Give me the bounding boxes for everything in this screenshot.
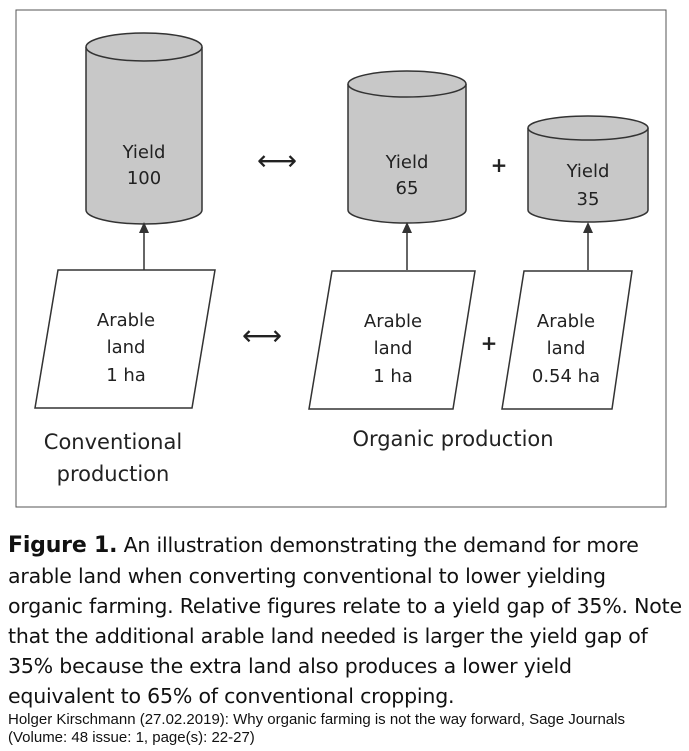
citation: Holger Kirschmann (27.02.2019): Why orga… (8, 711, 625, 746)
land-extra: Arable land 0.54 ha (501, 270, 633, 410)
land-label-line2: land (547, 338, 586, 359)
land-label-line1: Arable (537, 311, 595, 332)
arrow-up-extra (583, 222, 593, 270)
diagram-frame (15, 9, 667, 508)
land-label-line2: land (374, 338, 413, 359)
equivalence-arrow-land: ⟷ (242, 319, 282, 352)
conventional-production-label-line2: production (57, 462, 170, 486)
plus-sign-land: + (481, 331, 498, 355)
land-label-line2: land (107, 337, 146, 358)
diagram: Yield 100 Yield 65 Yield 35 Arable land … (15, 9, 667, 508)
equivalence-arrow-yield: ⟷ (257, 144, 297, 177)
land-label-line3: 0.54 ha (532, 366, 600, 387)
arrow-up-organic (402, 222, 412, 270)
land-label-line1: Arable (97, 310, 155, 331)
land-label-line1: Arable (364, 311, 422, 332)
cylinder-value: 65 (396, 178, 419, 199)
cylinder-extra-yield: Yield 35 (527, 115, 649, 223)
organic-production-label: Organic production (352, 427, 553, 451)
land-label-line3: 1 ha (373, 366, 413, 387)
land-label-line3: 1 ha (106, 365, 146, 386)
cylinder-conventional-yield: Yield 100 (85, 32, 203, 225)
caption-text: An illustration demonstrating the demand… (8, 533, 682, 708)
land-organic: Arable land 1 ha (308, 270, 476, 410)
cylinder-value: 100 (127, 168, 161, 189)
figure-caption: Figure 1. An illustration demonstrating … (8, 530, 684, 711)
figure-label: Figure 1. (8, 533, 118, 558)
cylinder-label: Yield (122, 142, 166, 163)
cylinder-label: Yield (385, 152, 429, 173)
cylinder-organic-yield: Yield 65 (347, 70, 467, 224)
land-conventional: Arable land 1 ha (34, 269, 216, 409)
plus-sign-yield: + (491, 153, 508, 177)
cylinder-label: Yield (566, 161, 610, 182)
arrow-up-conventional (139, 222, 149, 270)
conventional-production-label-line1: Conventional (44, 430, 182, 454)
cylinder-value: 35 (577, 189, 600, 210)
